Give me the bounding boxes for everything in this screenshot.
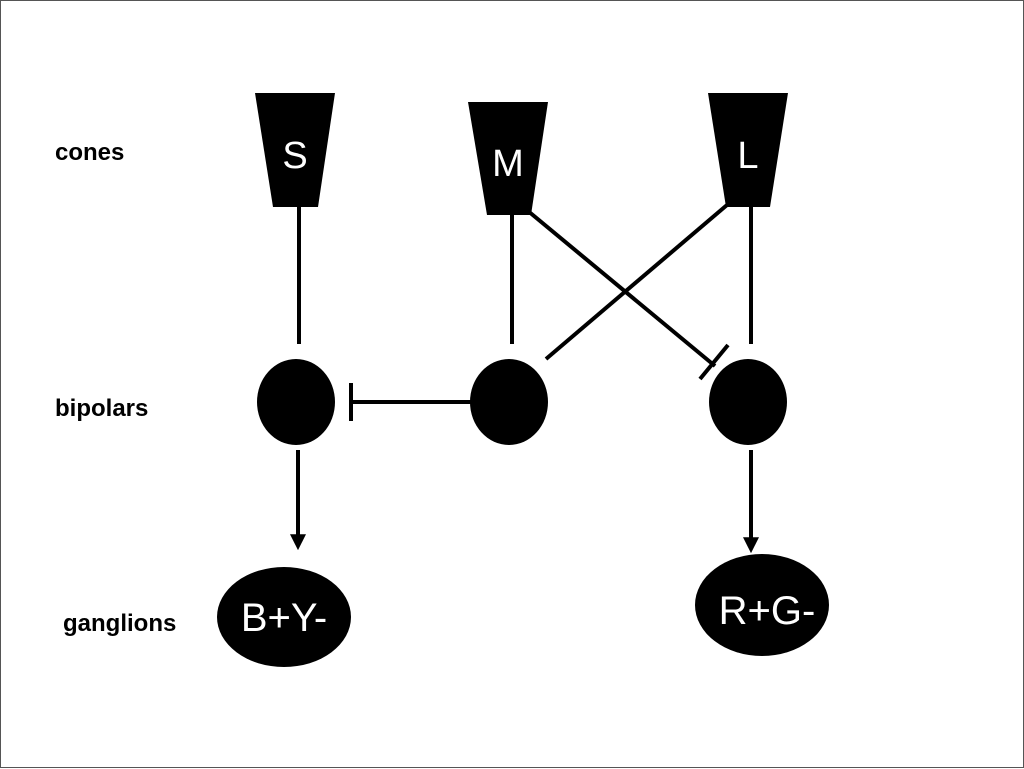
bipolar-s (257, 359, 335, 445)
ganglion-rg-label: R+G- (719, 589, 816, 633)
connection-l-cone-to-m-bipolar (544, 203, 729, 361)
cone-s (255, 93, 335, 207)
row-label-bipolars: bipolars (55, 395, 148, 422)
inhibitory-end-bar-l-bipolar (698, 343, 730, 381)
inhibitory-connection-m-cone-to-l-bipolar (526, 209, 717, 368)
cone-m-label: M (492, 143, 524, 185)
row-label-ganglions: ganglions (63, 610, 176, 637)
bipolar-l (709, 359, 787, 445)
cone-l-label: L (737, 135, 758, 177)
cone-s-label: S (282, 135, 307, 177)
cone-l (708, 93, 788, 207)
cone-m (468, 102, 548, 215)
ganglion-by-label: B+Y- (241, 596, 327, 640)
ganglion-rg (695, 554, 829, 656)
ganglion-by (217, 567, 351, 667)
row-label-cones: cones (55, 139, 124, 166)
bipolar-m (470, 359, 548, 445)
